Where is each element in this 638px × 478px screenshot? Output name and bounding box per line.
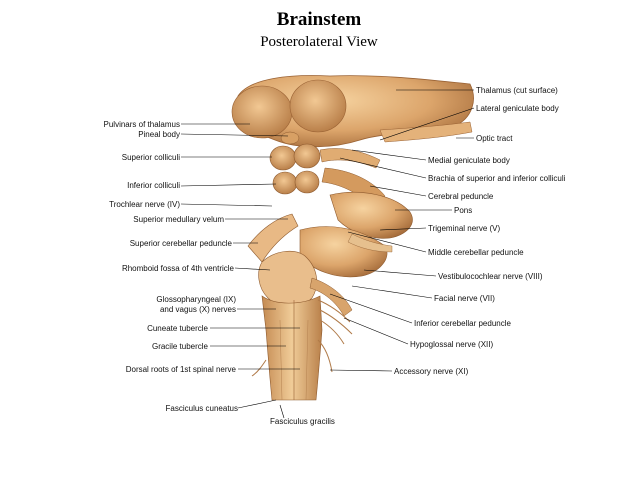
pulvinar-right-shape [289, 79, 347, 133]
superior-cerebellar-peduncle-shape [247, 213, 299, 263]
label-pineal-body: Pineal body [138, 130, 180, 139]
label-vestibulocochlear: Vestibulocochlear nerve (VIII) [438, 272, 543, 281]
superior-colliculus-left [269, 145, 297, 171]
label-trochlear-nerve: Trochlear nerve (IV) [109, 200, 180, 209]
label-cerebral-peduncle: Cerebral peduncle [428, 192, 494, 201]
pulvinar-left-shape [231, 85, 293, 139]
label-inferior-cerebellar: Inferior cerebellar peduncle [414, 319, 511, 328]
label-fasciculus-gracilis: Fasciculus gracilis [270, 417, 335, 426]
label-fasciculus-cuneatus: Fasciculus cuneatus [165, 404, 238, 413]
middle-cerebellar-peduncle-shape [299, 226, 388, 278]
superior-colliculus-right [293, 143, 321, 169]
label-glossopharyngeal-line2: and vagus (X) nerves [159, 305, 236, 314]
label-inferior-colliculi: Inferior colliculi [127, 181, 180, 190]
label-lateral-geniculate: Lateral geniculate body [476, 104, 559, 113]
leader-lines-left [180, 123, 300, 419]
label-brachia: Brachia of superior and inferior collicu… [428, 174, 566, 183]
label-superior-colliculi: Superior colliculi [121, 153, 180, 162]
label-medial-geniculate: Medial geniculate body [428, 156, 510, 165]
trigeminal-nerve-shape [347, 233, 393, 253]
inferior-colliculus-right [294, 170, 320, 194]
label-middle-cerebellar: Middle cerebellar peduncle [428, 248, 524, 257]
label-pulvinars-of-thalamus: Pulvinars of thalamus [103, 120, 180, 129]
label-cuneate-tubercle: Cuneate tubercle [147, 324, 208, 333]
diagram-title: Brainstem [276, 9, 362, 30]
label-accessory: Accessory nerve (XI) [394, 367, 469, 376]
label-gracile-tubercle: Gracile tubercle [151, 342, 208, 351]
label-trigeminal: Trigeminal nerve (V) [428, 224, 501, 233]
diagram-subtitle: Posterolateral View [260, 34, 378, 50]
label-thalamus: Thalamus (cut surface) [476, 86, 558, 95]
pineal-shape [280, 131, 300, 145]
rhomboid-fossa-shape [258, 250, 318, 308]
label-superior-cerebellar-peduncle: Superior cerebellar peduncle [129, 239, 232, 248]
label-pons: Pons [454, 206, 473, 215]
brachia-shape [319, 148, 381, 169]
label-dorsal-roots: Dorsal roots of 1st spinal nerve [125, 365, 236, 374]
label-glossopharyngeal-line1: Glossopharyngeal (IX) [156, 295, 236, 304]
label-facial: Facial nerve (VII) [434, 294, 495, 303]
label-optic-tract: Optic tract [476, 134, 513, 143]
optic-tract-shape [379, 121, 473, 143]
medulla-shape [261, 295, 323, 401]
label-rhomboid-fossa: Rhomboid fossa of 4th ventricle [121, 264, 234, 273]
label-superior-medullary-velum: Superior medullary velum [133, 215, 224, 224]
leader-lines-right [329, 89, 475, 372]
inferior-colliculus-left [272, 171, 298, 195]
label-hypoglossal: Hypoglossal nerve (XII) [410, 340, 494, 349]
